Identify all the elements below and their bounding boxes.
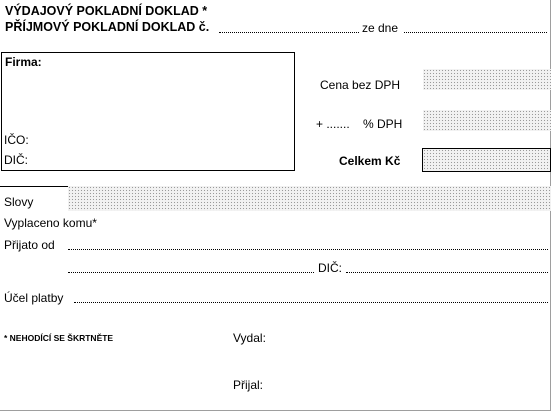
header-income-title: PŘÍJMOVÝ POKLADNÍ DOKLAD č. xyxy=(5,20,210,34)
header-expense-title: VÝDAJOVÝ POKLADNÍ DOKLAD * xyxy=(5,4,208,18)
vat-percent-prefix: + ....... xyxy=(316,117,350,131)
vat-label: % DPH xyxy=(363,117,403,131)
dic-label: DIČ: xyxy=(4,153,28,167)
company-box xyxy=(1,52,295,171)
received-from-field-line2[interactable] xyxy=(68,272,314,273)
document-number-field[interactable] xyxy=(219,32,359,33)
received-from-field[interactable] xyxy=(68,249,548,250)
received-by-label: Přijal: xyxy=(233,378,264,392)
total-label: Celkem Kč xyxy=(339,154,401,168)
firma-label: Firma: xyxy=(5,55,42,69)
paid-to-label: Vyplaceno komu* xyxy=(4,216,97,230)
vat-amount-field[interactable] xyxy=(423,110,551,131)
price-without-vat-label: Cena bez DPH xyxy=(320,78,401,92)
amount-in-words-field[interactable] xyxy=(68,186,551,211)
payment-purpose-label: Účel platby xyxy=(4,291,64,305)
payment-purpose-field[interactable] xyxy=(74,302,548,303)
received-from-label: Přijato od xyxy=(4,238,55,252)
total-amount-field[interactable] xyxy=(422,148,551,172)
cross-out-note: * NEHODÍCÍ SE ŠKRTNĚTE xyxy=(4,333,114,343)
date-label: ze dne xyxy=(362,21,399,35)
words-label: Slovy xyxy=(4,195,34,209)
issued-by-label: Vydal: xyxy=(233,331,266,345)
details-dic-label: DIČ: xyxy=(318,261,342,275)
date-field[interactable] xyxy=(404,32,547,33)
ico-label: IČO: xyxy=(4,133,29,147)
price-without-vat-field[interactable] xyxy=(423,69,551,90)
details-dic-field[interactable] xyxy=(346,272,548,273)
